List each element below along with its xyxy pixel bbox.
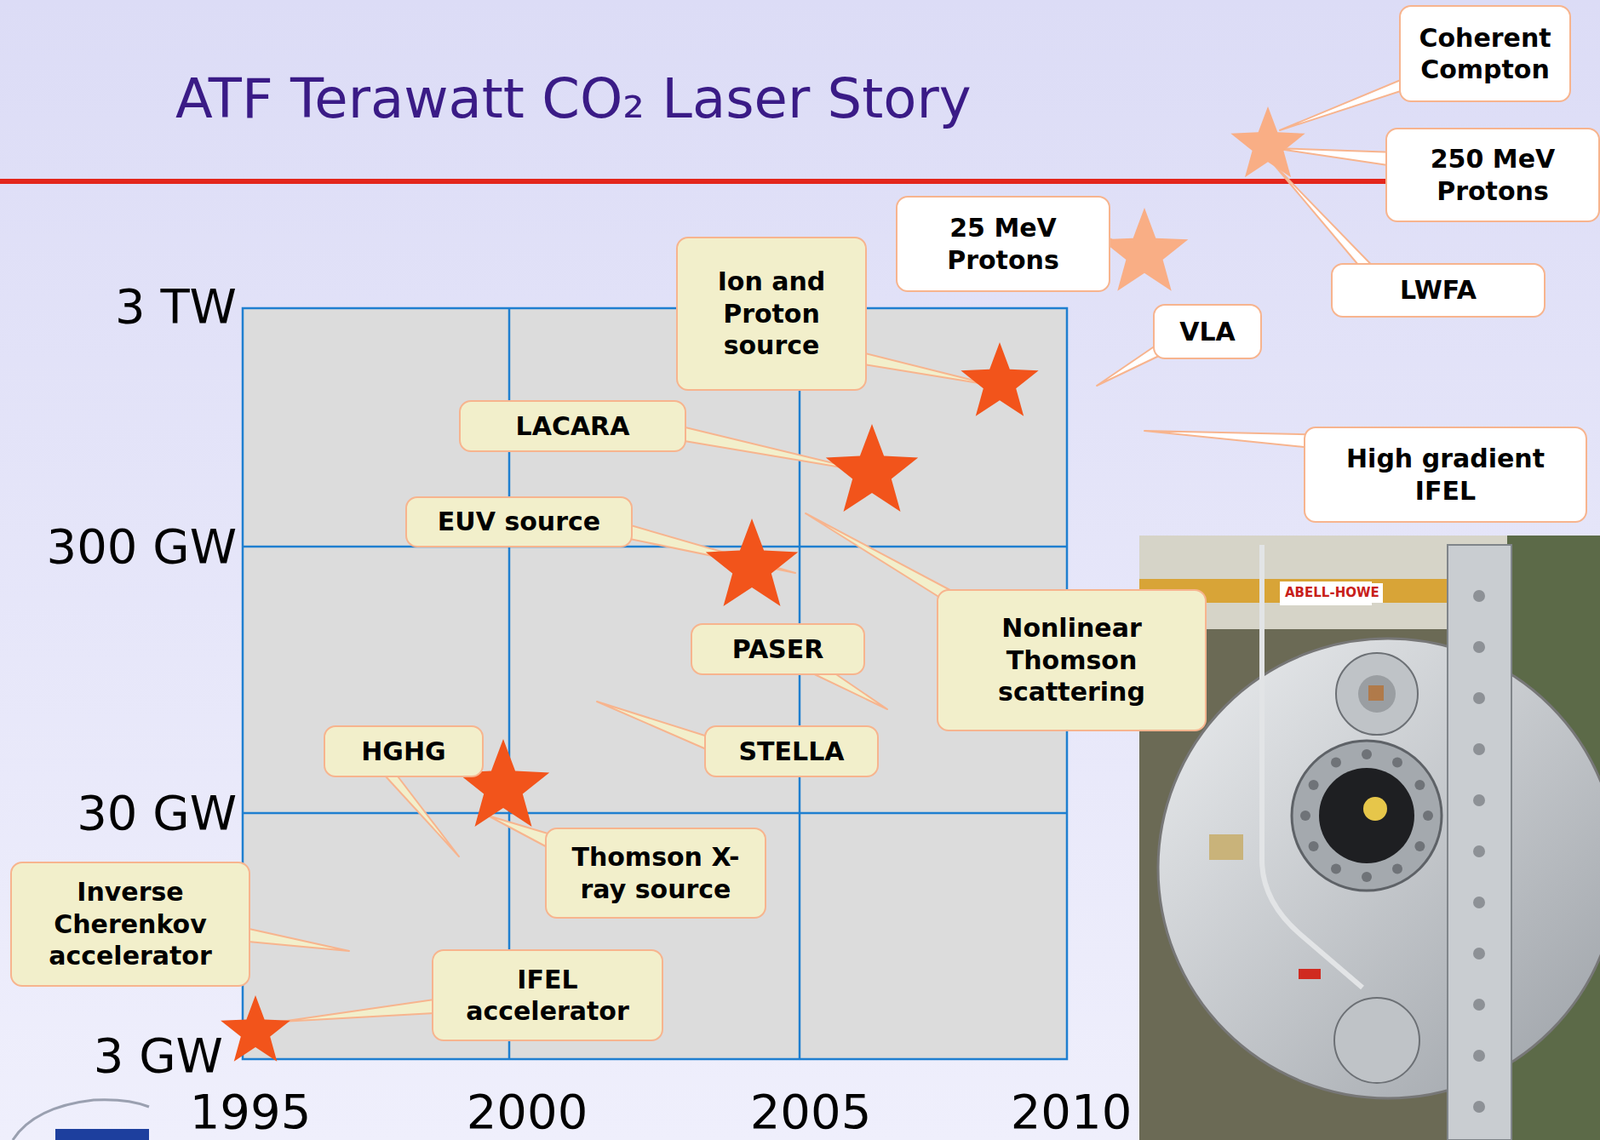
bolt bbox=[1473, 896, 1486, 909]
grid-line bbox=[798, 308, 802, 1060]
axis-label: 300 GW bbox=[46, 519, 237, 574]
callout-text: STELLA bbox=[738, 735, 844, 769]
laser-chamber bbox=[1158, 638, 1600, 1099]
callout-text: 250 MeV Protons bbox=[1397, 143, 1589, 207]
callout-box: LACARA bbox=[458, 400, 687, 453]
callout-box: 250 MeV Protons bbox=[1385, 127, 1600, 223]
callout-box: STELLA bbox=[704, 725, 879, 778]
top-port bbox=[1336, 653, 1418, 735]
logo-mark bbox=[55, 1129, 150, 1140]
callout-box: PASER bbox=[690, 623, 866, 676]
bolt bbox=[1473, 1049, 1486, 1062]
callout-box: EUV source bbox=[405, 496, 633, 548]
year-label: 1995 bbox=[189, 1084, 312, 1140]
title-rule bbox=[0, 178, 1600, 184]
callout-box: VLA bbox=[1152, 303, 1262, 360]
callout-pointer bbox=[376, 766, 459, 857]
bolt bbox=[1473, 692, 1486, 705]
flange-plate bbox=[1447, 544, 1512, 1140]
callout-box: Ion and Proton source bbox=[676, 236, 867, 391]
bolt bbox=[1473, 641, 1486, 654]
callout-text: PASER bbox=[732, 633, 825, 666]
callout-text: VLA bbox=[1179, 315, 1236, 349]
grid-line bbox=[242, 812, 1067, 815]
year-label: 2000 bbox=[466, 1084, 589, 1140]
bolt bbox=[1361, 871, 1372, 883]
laser-photo bbox=[1139, 535, 1600, 1140]
window-port bbox=[1291, 740, 1442, 891]
milestone-star bbox=[705, 518, 798, 607]
callout-pointer bbox=[281, 997, 452, 1022]
bolt bbox=[1473, 1101, 1486, 1113]
bolt bbox=[1473, 947, 1486, 960]
bolt bbox=[1330, 757, 1342, 769]
valve-handle bbox=[1298, 969, 1321, 980]
bolt bbox=[1308, 841, 1319, 852]
callout-box: Thomson X-ray source bbox=[544, 827, 767, 919]
bolt bbox=[1308, 779, 1319, 791]
future-star bbox=[1230, 106, 1305, 178]
year-label: 2005 bbox=[750, 1084, 872, 1140]
bolt bbox=[1330, 863, 1342, 874]
bolt bbox=[1392, 863, 1403, 874]
name-plate bbox=[1209, 834, 1244, 861]
callout-box: IFEL accelerator bbox=[431, 949, 664, 1042]
bolt bbox=[1473, 590, 1486, 603]
callout-text: 25 MeV Protons bbox=[907, 212, 1099, 276]
bottom-port bbox=[1334, 997, 1420, 1084]
year-label: 2010 bbox=[1010, 1084, 1133, 1140]
callout-text: Ion and Proton source bbox=[688, 265, 855, 362]
axis-label: 3 GW bbox=[93, 1028, 224, 1084]
callout-text: Coherent Compton bbox=[1410, 22, 1560, 87]
bolt bbox=[1473, 845, 1486, 858]
callout-text: HGHG bbox=[361, 735, 446, 769]
bolt bbox=[1473, 794, 1486, 807]
callout-box: Nonlinear Thomson scattering bbox=[936, 589, 1207, 732]
bolt bbox=[1414, 841, 1425, 852]
bolt bbox=[1473, 743, 1486, 756]
logo-swoosh bbox=[12, 1100, 150, 1140]
callout-text: High gradient IFEL bbox=[1315, 442, 1576, 507]
callout-text: EUV source bbox=[437, 505, 601, 539]
callout-text: IFEL accelerator bbox=[443, 963, 652, 1028]
axis-label: 3 TW bbox=[114, 279, 237, 334]
milestone-star bbox=[220, 995, 291, 1062]
gas-pipe bbox=[1261, 544, 1363, 988]
callout-text: LACARA bbox=[516, 410, 631, 443]
callout-text: Thomson X-ray source bbox=[556, 841, 755, 906]
callout-pointer bbox=[487, 815, 554, 851]
future-star bbox=[1101, 207, 1189, 292]
copper-plug bbox=[1368, 685, 1384, 701]
bolt bbox=[1300, 810, 1311, 821]
top-port-cap bbox=[1358, 675, 1396, 713]
callout-box: Coherent Compton bbox=[1399, 5, 1572, 103]
callout-text: LWFA bbox=[1399, 274, 1477, 307]
callout-box: Inverse Cherenkov accelerator bbox=[10, 861, 251, 987]
grid-line bbox=[242, 545, 1067, 549]
axis-label: 30 GW bbox=[76, 785, 237, 841]
bolt bbox=[1422, 810, 1434, 821]
milestone-star bbox=[960, 342, 1038, 417]
slide-title: ATF Terawatt CO₂ Laser Story bbox=[175, 67, 972, 131]
callout-box: LWFA bbox=[1330, 263, 1546, 318]
sign-text: ABELL-HOWE bbox=[1281, 583, 1383, 603]
callout-box: 25 MeV Protons bbox=[895, 195, 1111, 293]
bolt bbox=[1392, 757, 1403, 769]
bolt bbox=[1361, 749, 1372, 760]
callout-box: HGHG bbox=[323, 725, 484, 778]
window-glow bbox=[1363, 797, 1388, 821]
callout-box: High gradient IFEL bbox=[1303, 426, 1588, 523]
callout-text: Nonlinear Thomson scattering bbox=[948, 612, 1195, 709]
bolt bbox=[1473, 998, 1486, 1011]
milestone-star bbox=[825, 424, 918, 512]
callout-text: Inverse Cherenkov accelerator bbox=[22, 876, 239, 973]
window-glass bbox=[1318, 768, 1415, 864]
bolt bbox=[1414, 779, 1425, 791]
